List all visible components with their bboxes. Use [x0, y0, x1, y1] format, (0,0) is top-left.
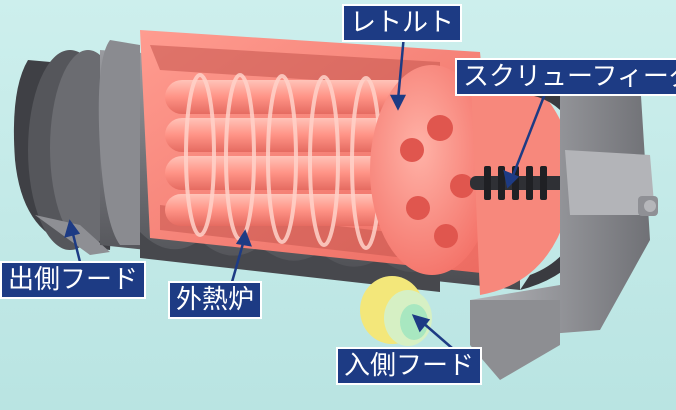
- inlet-hood-body: [470, 70, 658, 380]
- external-furnace-pointer: [230, 239, 246, 283]
- support-roller: [360, 276, 432, 346]
- inlet-hood-label: 入側フード: [336, 347, 483, 385]
- pointer-arrows: [64, 34, 550, 349]
- retort-baffles: [184, 73, 382, 250]
- outlet-hood-body: [13, 50, 126, 255]
- inlet-hood-pointer: [421, 321, 453, 349]
- screw-feeder-pointer: [510, 85, 550, 179]
- outlet-hood-label: 出側フード: [0, 261, 147, 299]
- retort-end-plate: [370, 65, 494, 275]
- screw-feeder-label: スクリューフィーダ: [455, 58, 676, 96]
- retort-label: レトルト: [342, 4, 463, 42]
- external-furnace-label: 外熱炉: [168, 281, 263, 319]
- retort-pointer: [396, 34, 406, 101]
